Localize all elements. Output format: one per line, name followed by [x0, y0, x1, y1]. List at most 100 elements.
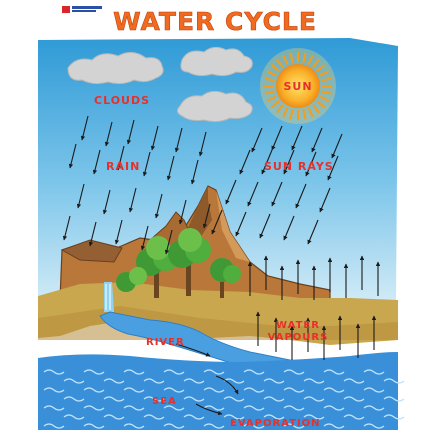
wave-mark [263, 378, 285, 384]
sun-spike [302, 52, 307, 63]
rain-arrow-icon [114, 219, 123, 245]
sun-ray-arrow-icon [295, 183, 307, 209]
rain-arrow-icon [104, 121, 113, 147]
rain-arrow-icon [178, 199, 187, 225]
wave-mark [103, 378, 125, 384]
wave-mark [363, 423, 385, 429]
rain-arrow-icon [150, 125, 159, 151]
wave-mark [143, 414, 165, 420]
logo-icon [62, 6, 102, 13]
rain-arrow-icon [142, 151, 151, 177]
wave-mark [163, 369, 185, 375]
rain-arrow-icon [164, 229, 173, 255]
wave-mark [283, 387, 305, 393]
vapour-arrows [247, 255, 381, 360]
sun-ray-arrow-icon [211, 209, 223, 235]
sun-spike [270, 100, 280, 108]
wave-mark [363, 369, 385, 375]
wave-mark [163, 387, 185, 393]
sun-spike [307, 54, 314, 65]
sun-spike [282, 54, 289, 65]
sun-spike [319, 70, 330, 77]
wave-mark [343, 378, 365, 384]
sun-spike [307, 107, 314, 118]
rain-arrow-icon [140, 225, 149, 251]
wave-mark [43, 405, 65, 411]
wave-mark [283, 369, 305, 375]
sun-spike [302, 109, 307, 120]
wave-mark [303, 414, 325, 420]
sun-spike [289, 109, 294, 120]
sun-spike [319, 95, 330, 102]
sun-icon [260, 48, 336, 124]
clouds-label: CLOUDS [94, 94, 150, 107]
wave-mark [243, 369, 265, 375]
cloud-icon [180, 46, 253, 77]
rain-arrow-icon [154, 193, 163, 219]
sun-ray-arrow-icon [239, 149, 251, 175]
wave-mark [283, 423, 305, 429]
rain-arrow-icon [92, 149, 101, 175]
sun-ray-arrow-icon [283, 215, 295, 241]
wave-mark [163, 423, 185, 429]
sun-label: SUN [283, 80, 312, 93]
evaporation-label: EVAPORATION [230, 418, 321, 429]
wave-mark [103, 414, 125, 420]
flow-arrow-icon [175, 343, 239, 416]
wave-mark [103, 396, 125, 402]
wave-mark [223, 378, 245, 384]
tree-icon [116, 228, 241, 298]
rain-label: RAIN [106, 160, 140, 173]
wave-mark [143, 396, 165, 402]
rain-arrow-icon [102, 189, 111, 215]
wave-mark [223, 414, 245, 420]
rain-arrow-icon [68, 143, 77, 169]
sun-rays-label: SUN RAYS [264, 160, 334, 173]
sun-spike [264, 90, 275, 95]
wave-mark [203, 369, 225, 375]
wave-mark [203, 387, 225, 393]
wave-mark [63, 396, 85, 402]
sun-ray-arrow-icon [291, 125, 303, 151]
wave-mark [343, 414, 365, 420]
wave-mark [383, 414, 405, 420]
wave-mark [243, 387, 265, 393]
sun-spike [321, 90, 332, 95]
rain-arrow-icon [202, 203, 211, 229]
wave-mark [363, 387, 385, 393]
wave-mark [283, 405, 305, 411]
sea-label: SEA [152, 396, 177, 407]
wave-mark [323, 387, 345, 393]
sun-spike [312, 104, 320, 114]
wave-mark [123, 423, 145, 429]
sun-spike [316, 100, 326, 108]
rain-arrow-icon [126, 119, 135, 145]
wave-mark [223, 396, 245, 402]
sun-ray-arrow-icon [327, 155, 339, 181]
wave-mark [43, 387, 65, 393]
wave-mark [183, 396, 205, 402]
wave-mark [83, 387, 105, 393]
rain-arrow-icon [166, 155, 175, 181]
rain-arrow-icon [76, 183, 85, 209]
sun-spike [316, 64, 326, 72]
sun-ray-arrow-icon [319, 187, 331, 213]
rain-arrow-icon [174, 127, 183, 153]
wave-mark [123, 405, 145, 411]
wave-mark [143, 378, 165, 384]
sun-spike [312, 58, 320, 68]
wave-mark [83, 423, 105, 429]
waterfall-icon [104, 282, 114, 312]
rain-arrow-icon [198, 131, 207, 157]
sun-spike [276, 58, 284, 68]
wave-mark [363, 405, 385, 411]
wave-mark [243, 423, 265, 429]
wave-mark [123, 387, 145, 393]
wave-mark [163, 405, 185, 411]
sea [38, 352, 398, 430]
wave-mark [263, 396, 285, 402]
wave-mark [303, 396, 325, 402]
wave-mark [83, 369, 105, 375]
wave-mark [323, 405, 345, 411]
